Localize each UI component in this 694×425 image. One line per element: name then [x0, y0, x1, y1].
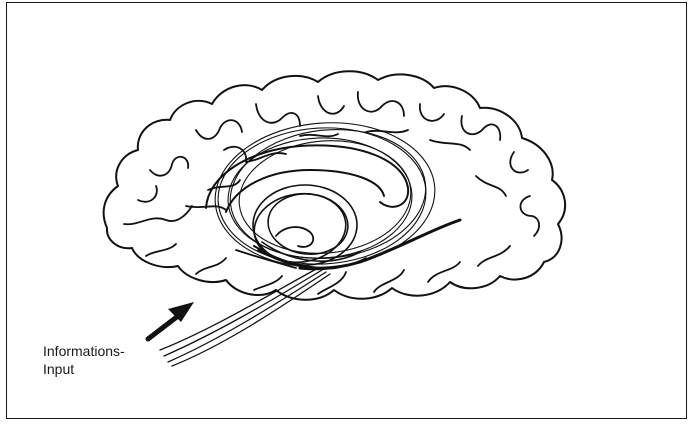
- input-fiber-icon: [160, 268, 330, 366]
- limbic-loop-icon: [210, 116, 440, 275]
- input-arrow-icon: [148, 302, 194, 339]
- input-label-line-2: Input: [43, 360, 74, 378]
- brain-outline-icon: [104, 71, 565, 300]
- input-label-line-1: Informations-: [43, 342, 125, 360]
